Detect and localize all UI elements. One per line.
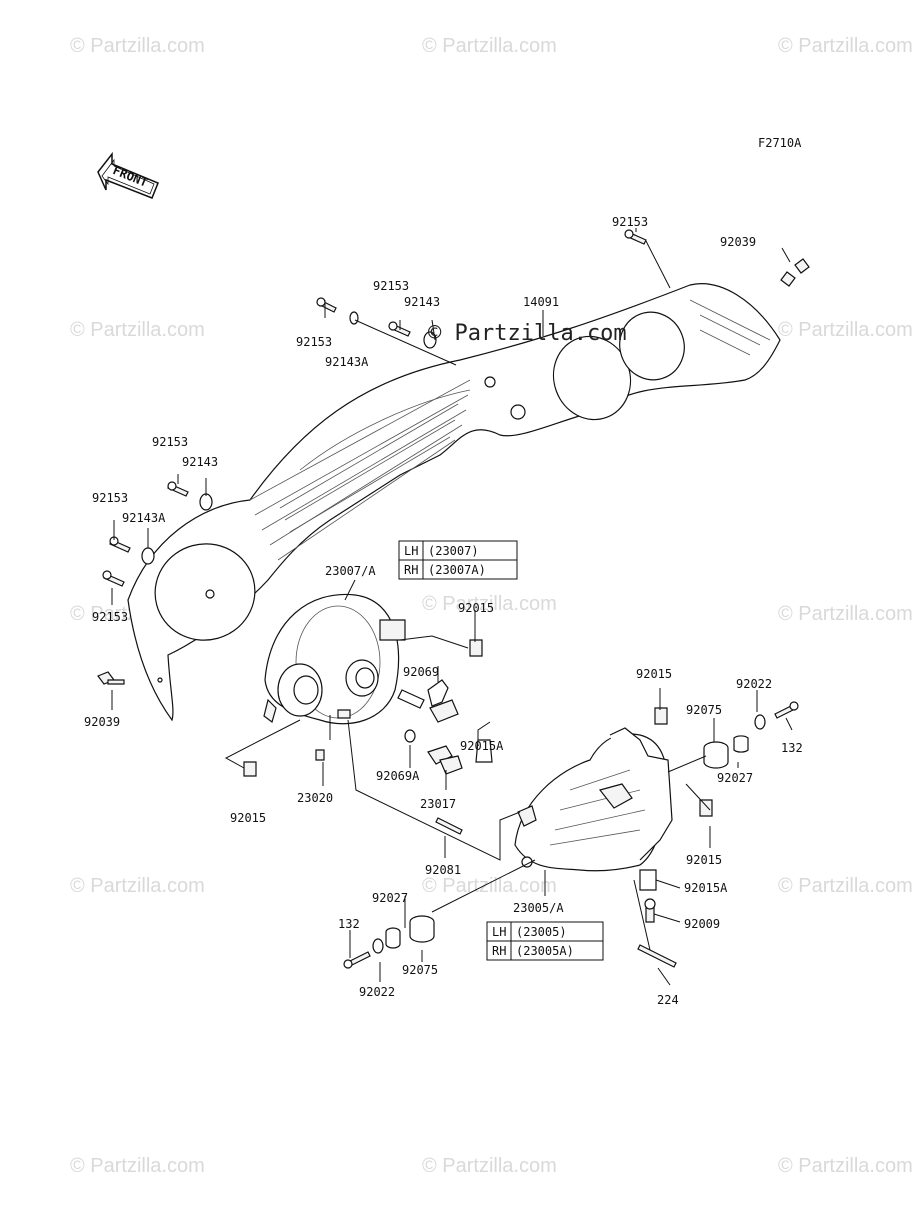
center-watermark: © Partzilla.com xyxy=(428,321,627,346)
watermark: © Partzilla.com xyxy=(422,35,557,57)
clip-parts-92015 xyxy=(243,639,713,817)
table-part-cell: (23007) xyxy=(428,544,479,558)
part-label[interactable]: 92027 xyxy=(717,771,753,785)
part-label[interactable]: 92027 xyxy=(372,891,408,905)
part-label[interactable]: 92075 xyxy=(402,963,438,977)
part-label[interactable]: 23020 xyxy=(297,791,333,805)
watermark: © Partzilla.com xyxy=(778,35,913,57)
table-side-cell: LH xyxy=(404,544,418,558)
side-table-23007: LH (23007) RH (23007A) xyxy=(398,540,518,580)
part-label[interactable]: 92015A xyxy=(460,739,504,753)
part-label[interactable]: 92022 xyxy=(736,677,772,691)
headlight-housing-23005 xyxy=(514,727,673,872)
watermark: © Partzilla.com xyxy=(70,1155,205,1177)
watermark: © Partzilla.com xyxy=(422,1155,557,1177)
table-part-cell: (23005A) xyxy=(516,944,574,958)
part-label[interactable]: 92015 xyxy=(230,811,266,825)
part-label[interactable]: 92153 xyxy=(92,491,128,505)
fastener-group-right xyxy=(435,701,799,968)
watermark: © Partzilla.com xyxy=(70,35,205,57)
part-label[interactable]: 92015 xyxy=(686,853,722,867)
watermark: © Partzilla.com xyxy=(778,1155,913,1177)
part-label[interactable]: 92153 xyxy=(373,279,409,293)
watermark: © Partzilla.com xyxy=(422,593,557,615)
fastener-group-lower xyxy=(343,915,435,969)
watermark: © Partzilla.com xyxy=(70,319,205,341)
part-label[interactable]: 92039 xyxy=(720,235,756,249)
fastener-group-top xyxy=(97,229,810,685)
front-arrow-icon: FRONT xyxy=(97,151,159,199)
part-label[interactable]: 92153 xyxy=(152,435,188,449)
part-label[interactable]: 14091 xyxy=(523,295,559,309)
part-label[interactable]: 92039 xyxy=(84,715,120,729)
part-label[interactable]: 92015A xyxy=(684,881,728,895)
part-label[interactable]: 92075 xyxy=(686,703,722,717)
part-label[interactable]: 92015 xyxy=(636,667,672,681)
cowl-part-14091 xyxy=(127,283,781,722)
watermark: © Partzilla.com xyxy=(70,875,205,897)
part-label[interactable]: 92153 xyxy=(612,215,648,229)
part-label[interactable]: 92009 xyxy=(684,917,720,931)
watermark: © Partzilla.com xyxy=(778,875,913,897)
part-labels: 92153 92039 92153 92143 14091 92153 9214… xyxy=(84,215,803,1007)
part-label[interactable]: 92015 xyxy=(458,601,494,615)
watermark-layer: © Partzilla.com © Partzilla.com © Partzi… xyxy=(70,35,913,1177)
part-label[interactable]: 92022 xyxy=(359,985,395,999)
part-label[interactable]: 92081 xyxy=(425,863,461,877)
part-label[interactable]: 92069A xyxy=(376,769,420,783)
bulb-set xyxy=(397,679,463,775)
part-label[interactable]: 92069 xyxy=(403,665,439,679)
part-label[interactable]: 132 xyxy=(338,917,360,931)
headlight-assembly-23007 xyxy=(263,593,406,725)
side-table-23005: LH (23005) RH (23005A) xyxy=(486,921,604,961)
table-side-cell: LH xyxy=(492,925,506,939)
watermark: © Partzilla.com xyxy=(422,875,557,897)
part-label[interactable]: 92153 xyxy=(296,335,332,349)
part-label[interactable]: 23005/A xyxy=(513,901,564,915)
part-label[interactable]: 224 xyxy=(657,993,679,1007)
table-side-cell: RH xyxy=(404,563,418,577)
part-label[interactable]: 92143 xyxy=(404,295,440,309)
diagram-code: F2710A xyxy=(758,136,802,150)
part-label[interactable]: 92143A xyxy=(122,511,166,525)
table-side-cell: RH xyxy=(492,944,506,958)
part-label[interactable]: 23017 xyxy=(420,797,456,811)
table-part-cell: (23005) xyxy=(516,925,567,939)
part-label[interactable]: 92143A xyxy=(325,355,369,369)
part-label[interactable]: 92153 xyxy=(92,610,128,624)
leader-lines xyxy=(111,228,793,986)
watermark: © Partzilla.com xyxy=(778,603,913,625)
part-label[interactable]: 132 xyxy=(781,741,803,755)
part-label[interactable]: 92143 xyxy=(182,455,218,469)
watermark: © Partzilla.com xyxy=(778,319,913,341)
table-part-cell: (23007A) xyxy=(428,563,486,577)
part-label[interactable]: 23007/A xyxy=(325,564,376,578)
